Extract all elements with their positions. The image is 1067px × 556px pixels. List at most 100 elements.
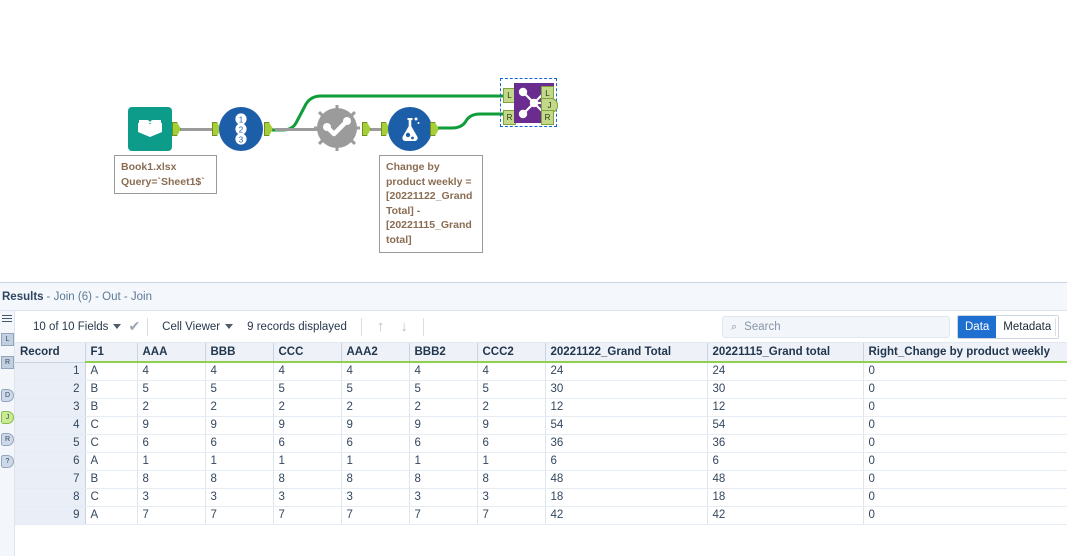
column-header-aaa2[interactable]: AAA2: [341, 343, 410, 363]
table-cell[interactable]: 4: [205, 362, 274, 381]
tab-data[interactable]: Data: [958, 316, 997, 338]
table-cell[interactable]: 9: [341, 416, 410, 435]
table-cell[interactable]: 4: [477, 362, 546, 381]
table-cell[interactable]: 7: [409, 506, 478, 525]
table-cell[interactable]: C: [85, 416, 138, 435]
scroll-up-icon[interactable]: ↑: [376, 318, 385, 335]
table-cell[interactable]: 8: [409, 470, 478, 489]
table-cell[interactable]: 0: [863, 470, 1067, 489]
record-number-cell[interactable]: 1: [15, 362, 86, 381]
table-cell[interactable]: 3: [341, 488, 410, 507]
table-cell[interactable]: 2: [341, 398, 410, 417]
table-cell[interactable]: C: [85, 488, 138, 507]
table-cell[interactable]: A: [85, 506, 138, 525]
column-header-aaa[interactable]: AAA: [137, 343, 206, 363]
table-cell[interactable]: 18: [707, 488, 864, 507]
input-data-tool[interactable]: [128, 107, 172, 151]
table-cell[interactable]: 9: [137, 416, 206, 435]
join-output-anchor-r[interactable]: R: [541, 110, 554, 125]
table-cell[interactable]: 3: [205, 488, 274, 507]
table-cell[interactable]: 8: [341, 470, 410, 489]
column-header-record[interactable]: Record: [15, 343, 86, 363]
table-cell[interactable]: 1: [205, 452, 274, 471]
rail-output-question[interactable]: ?: [1, 455, 14, 468]
table-cell[interactable]: 6: [341, 434, 410, 453]
table-cell[interactable]: 0: [863, 452, 1067, 471]
table-cell[interactable]: 0: [863, 488, 1067, 507]
table-cell[interactable]: 54: [545, 416, 708, 435]
table-cell[interactable]: 8: [205, 470, 274, 489]
fields-dropdown[interactable]: 10 of 10 Fields: [26, 315, 128, 339]
search-input[interactable]: ⌕ Search: [722, 316, 950, 338]
table-cell[interactable]: 2: [409, 398, 478, 417]
table-cell[interactable]: 5: [137, 380, 206, 399]
column-header-right-change-by-product-weekly[interactable]: Right_Change by product weekly: [863, 343, 1067, 363]
table-cell[interactable]: 48: [545, 470, 708, 489]
table-cell[interactable]: 30: [707, 380, 864, 399]
table-cell[interactable]: 1: [341, 452, 410, 471]
input-output-anchor[interactable]: [172, 122, 181, 136]
table-cell[interactable]: 2: [477, 398, 546, 417]
table-cell[interactable]: 5: [341, 380, 410, 399]
table-cell[interactable]: 9: [273, 416, 342, 435]
table-cell[interactable]: 9: [205, 416, 274, 435]
table-cell[interactable]: 3: [273, 488, 342, 507]
table-cell[interactable]: A: [85, 452, 138, 471]
table-cell[interactable]: 0: [863, 434, 1067, 453]
column-header-20221115-grand-total[interactable]: 20221115_Grand total: [707, 343, 864, 363]
table-cell[interactable]: C: [85, 434, 138, 453]
formula-output-anchor[interactable]: [430, 122, 439, 136]
table-cell[interactable]: 8: [477, 470, 546, 489]
column-header-f1[interactable]: F1: [85, 343, 138, 363]
table-cell[interactable]: 6: [273, 434, 342, 453]
table-cell[interactable]: 18: [545, 488, 708, 507]
table-cell[interactable]: 3: [137, 488, 206, 507]
record-number-cell[interactable]: 7: [15, 470, 86, 489]
table-cell[interactable]: 4: [137, 362, 206, 381]
cell-viewer-dropdown[interactable]: Cell Viewer: [155, 315, 240, 339]
table-cell[interactable]: A: [85, 362, 138, 381]
recordid-output-anchor[interactable]: [264, 122, 273, 136]
table-cell[interactable]: 36: [545, 434, 708, 453]
table-cell[interactable]: 9: [409, 416, 478, 435]
formula-tool[interactable]: [388, 107, 432, 151]
table-cell[interactable]: 24: [707, 362, 864, 381]
disabled-gear-tool[interactable]: [314, 105, 360, 151]
record-number-cell[interactable]: 4: [15, 416, 86, 435]
table-cell[interactable]: 24: [545, 362, 708, 381]
record-number-cell[interactable]: 9: [15, 506, 86, 525]
record-number-cell[interactable]: 3: [15, 398, 86, 417]
table-cell[interactable]: 6: [477, 434, 546, 453]
rail-anchor-r[interactable]: R: [1, 356, 14, 369]
formula-annotation[interactable]: Change by product weekly = [20221122_Gra…: [379, 155, 483, 253]
table-cell[interactable]: 7: [273, 506, 342, 525]
table-cell[interactable]: 8: [137, 470, 206, 489]
rail-output-d[interactable]: D: [1, 389, 14, 402]
table-cell[interactable]: 5: [477, 380, 546, 399]
table-cell[interactable]: 1: [409, 452, 478, 471]
table-cell[interactable]: 42: [545, 506, 708, 525]
table-cell[interactable]: 1: [137, 452, 206, 471]
record-number-cell[interactable]: 6: [15, 452, 86, 471]
table-cell[interactable]: 48: [707, 470, 864, 489]
workflow-canvas[interactable]: 1 2 3: [0, 0, 1067, 282]
record-number-cell[interactable]: 2: [15, 380, 86, 399]
table-cell[interactable]: 4: [273, 362, 342, 381]
table-cell[interactable]: 6: [205, 434, 274, 453]
column-header-ccc2[interactable]: CCC2: [477, 343, 546, 363]
table-cell[interactable]: 0: [863, 398, 1067, 417]
table-cell[interactable]: 6: [137, 434, 206, 453]
table-cell[interactable]: 6: [409, 434, 478, 453]
table-cell[interactable]: 0: [863, 362, 1067, 381]
table-cell[interactable]: 6: [707, 452, 864, 471]
rail-output-r2[interactable]: R: [1, 433, 14, 446]
table-cell[interactable]: 2: [205, 398, 274, 417]
table-cell[interactable]: 0: [863, 506, 1067, 525]
